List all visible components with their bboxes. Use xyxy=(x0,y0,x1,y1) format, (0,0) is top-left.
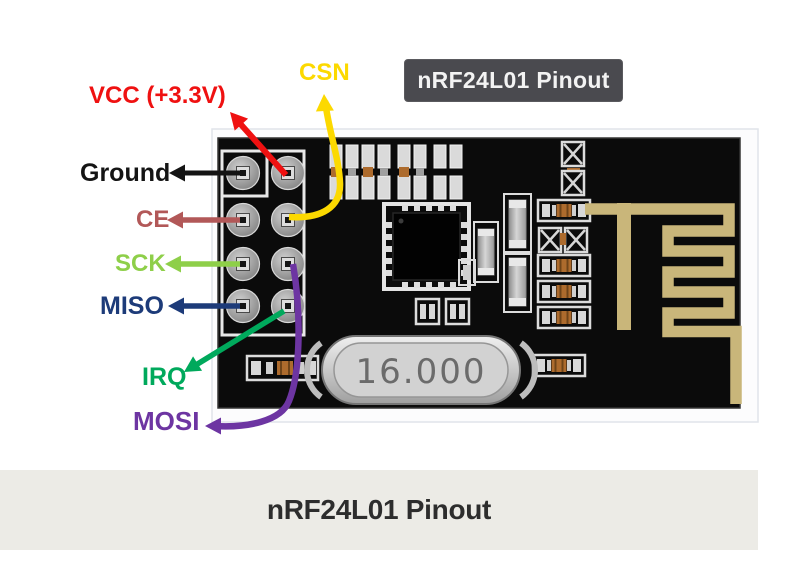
pin-label-ce: CE xyxy=(136,206,170,233)
pin-label-ground: Ground xyxy=(80,159,171,187)
title-badge: nRF24L01 Pinout xyxy=(404,59,623,102)
ground-arrow xyxy=(169,164,243,182)
caption-bar: nRF24L01 Pinout xyxy=(0,470,758,550)
pin-label-vcc: VCC (+3.3V) xyxy=(89,82,226,109)
vcc-arrow xyxy=(230,112,289,177)
pin-label-miso: MISO xyxy=(100,292,164,320)
mid-components xyxy=(458,193,532,313)
pin-label-irq: IRQ xyxy=(142,363,187,391)
crystal-oscillator: 16.000 xyxy=(303,335,539,405)
pin-label-csn: CSN xyxy=(299,59,350,86)
right-components xyxy=(531,140,592,378)
rf-chip xyxy=(382,202,471,291)
pin-label-mosi: MOSI xyxy=(133,406,200,436)
pcb-antenna xyxy=(585,203,742,404)
mosi-arrow xyxy=(205,263,302,435)
caption-text: nRF24L01 Pinout xyxy=(266,494,492,525)
pin-label-sck: SCK xyxy=(115,250,166,277)
decoupling-caps xyxy=(414,297,471,326)
miso-arrow xyxy=(168,297,240,315)
sck-arrow xyxy=(165,255,240,273)
csn-arrow xyxy=(288,94,344,221)
ce-arrow xyxy=(167,211,240,229)
crystal-frequency: 16.000 xyxy=(356,352,487,392)
irq-arrow xyxy=(184,308,286,372)
